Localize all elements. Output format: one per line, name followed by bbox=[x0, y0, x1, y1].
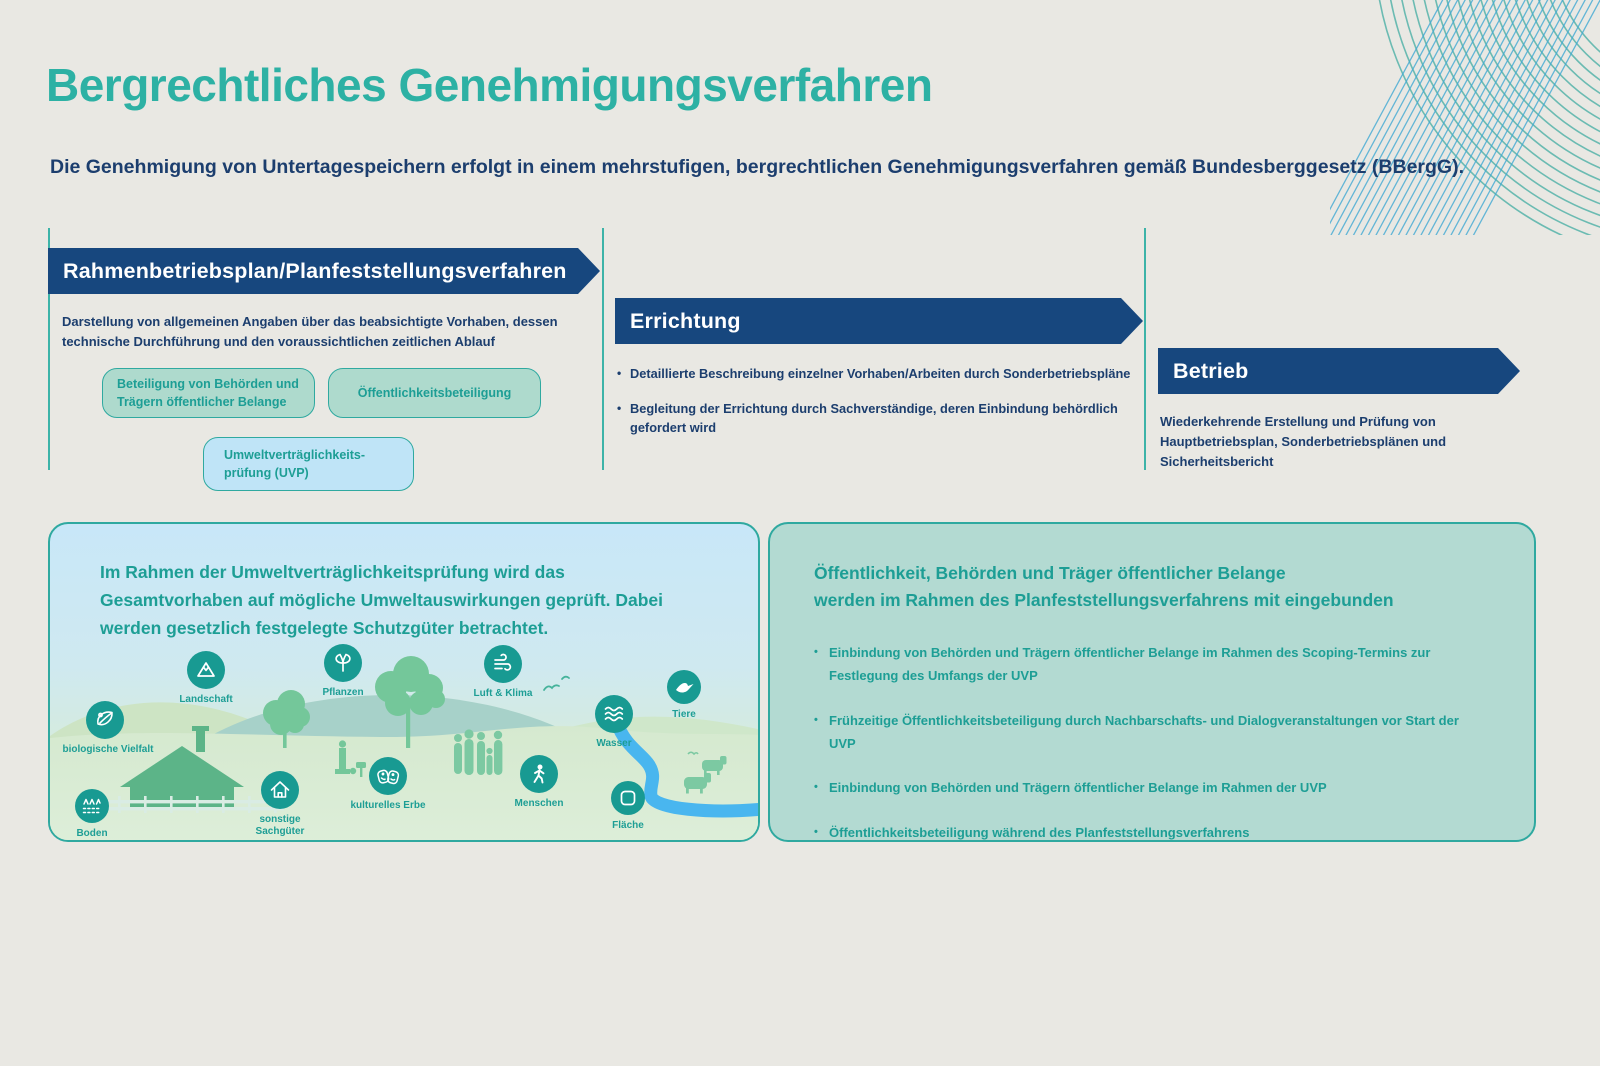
svg-text:kulturelles Erbe: kulturelles Erbe bbox=[350, 800, 425, 811]
water-icon: Wasser bbox=[595, 695, 633, 749]
biodiversity-icon: biologische Vielfalt bbox=[63, 701, 155, 755]
stage1-flow-line bbox=[48, 228, 50, 470]
uvp-schutzgueter-card: Landschaft Pflanzen Lu bbox=[48, 522, 760, 842]
stage2-flow-line bbox=[602, 228, 604, 470]
cultural-heritage-icon: kulturelles Erbe bbox=[350, 757, 426, 811]
stage2-bullet-list: Detaillierte Beschreibung einzelner Vorh… bbox=[617, 364, 1157, 438]
svg-text:Landschaft: Landschaft bbox=[179, 694, 233, 705]
soil-icon: Boden bbox=[75, 789, 109, 839]
tag-uvp: Umweltverträglichkeits-prüfung (UVP) bbox=[203, 437, 414, 491]
svg-text:Tiere: Tiere bbox=[672, 709, 696, 720]
svg-text:biologische Vielfalt: biologische Vielfalt bbox=[63, 744, 155, 755]
svg-text:sonstige: sonstige bbox=[259, 814, 301, 825]
stage2-title: Errichtung bbox=[630, 308, 741, 333]
svg-text:Fläche: Fläche bbox=[612, 820, 644, 831]
participation-card: Öffentlichkeit, Behörden und Träger öffe… bbox=[768, 522, 1536, 842]
stage1-title: Rahmenbetriebsplan/Planfeststellungsverf… bbox=[63, 258, 567, 283]
statue-illustration bbox=[335, 740, 366, 777]
farmhouse-illustration bbox=[120, 726, 244, 810]
animals-icon: Tiere bbox=[667, 670, 701, 720]
area-icon: Fläche bbox=[611, 781, 645, 831]
page-subtitle: Die Genehmigung von Untertagespeichern e… bbox=[50, 156, 1464, 178]
stage1-banner: Rahmenbetriebsplan/Planfeststellungsverf… bbox=[48, 248, 600, 294]
people-icon: Menschen bbox=[515, 755, 564, 809]
schutzgut-icons: Landschaft Pflanzen Lu bbox=[63, 644, 701, 839]
stage3-description: Wiederkehrende Erstellung und Prüfung vo… bbox=[1160, 414, 1447, 470]
stage3-banner: Betrieb bbox=[1158, 348, 1520, 394]
cows-illustration bbox=[684, 751, 727, 794]
tree-small bbox=[263, 690, 310, 748]
stage2-bullet: Detaillierte Beschreibung einzelner Vorh… bbox=[617, 364, 1157, 383]
svg-text:Luft & Klima: Luft & Klima bbox=[474, 688, 533, 699]
tag-oeffentlichkeitsbeteiligung: Öffentlichkeitsbeteiligung bbox=[328, 368, 541, 418]
plants-icon: Pflanzen bbox=[322, 644, 364, 698]
participation-bullet: Öffentlichkeitsbeteiligung während des P… bbox=[814, 822, 1462, 840]
people-group-illustration bbox=[454, 729, 503, 775]
uvp-card-heading: Im Rahmen der Umweltverträglichkeitsprüf… bbox=[100, 562, 664, 638]
participation-bullet: Frühzeitige Öffentlichkeitsbeteiligung d… bbox=[814, 710, 1462, 756]
participation-bullet: Einbindung von Behörden und Trägern öffe… bbox=[814, 642, 1462, 688]
svg-text:Pflanzen: Pflanzen bbox=[322, 687, 363, 698]
page-title: Bergrechtliches Genehmigungsverfahren bbox=[46, 59, 933, 111]
schutzgueter-landscape-illustration: Landschaft Pflanzen Lu bbox=[50, 644, 758, 840]
tree-large bbox=[375, 656, 445, 748]
air-climate-icon: Luft & Klima bbox=[474, 645, 533, 699]
participation-bullet: Einbindung von Behörden und Trägern öffe… bbox=[814, 777, 1462, 800]
svg-text:Wasser: Wasser bbox=[596, 738, 631, 749]
river bbox=[610, 716, 758, 818]
stage2-banner: Errichtung bbox=[615, 298, 1143, 344]
stage3-flow-line bbox=[1144, 228, 1146, 470]
landscape-icon: Landschaft bbox=[179, 651, 233, 705]
svg-text:Sachgüter: Sachgüter bbox=[256, 826, 305, 837]
stage1-description: Darstellung von allgemeinen Angaben über… bbox=[62, 314, 558, 350]
participation-bullet-list: Einbindung von Behörden und Trägern öffe… bbox=[814, 642, 1490, 840]
tag-behoerden-beteiligung: Beteiligung von Behörden und Trägern öff… bbox=[102, 368, 315, 418]
stage2-bullet: Begleitung der Errichtung durch Sachvers… bbox=[617, 399, 1157, 437]
participation-heading-line1: Öffentlichkeit, Behörden und Träger öffe… bbox=[814, 563, 1286, 583]
corner-line-pattern-decoration bbox=[1330, 0, 1600, 235]
svg-text:Menschen: Menschen bbox=[515, 798, 564, 809]
svg-text:Boden: Boden bbox=[76, 828, 107, 839]
participation-heading-line2: werden im Rahmen des Planfeststellungsve… bbox=[814, 590, 1394, 611]
stage3-title: Betrieb bbox=[1173, 358, 1249, 383]
material-assets-icon: sonstige Sachgüter bbox=[256, 771, 305, 837]
birds-illustration bbox=[543, 675, 570, 691]
